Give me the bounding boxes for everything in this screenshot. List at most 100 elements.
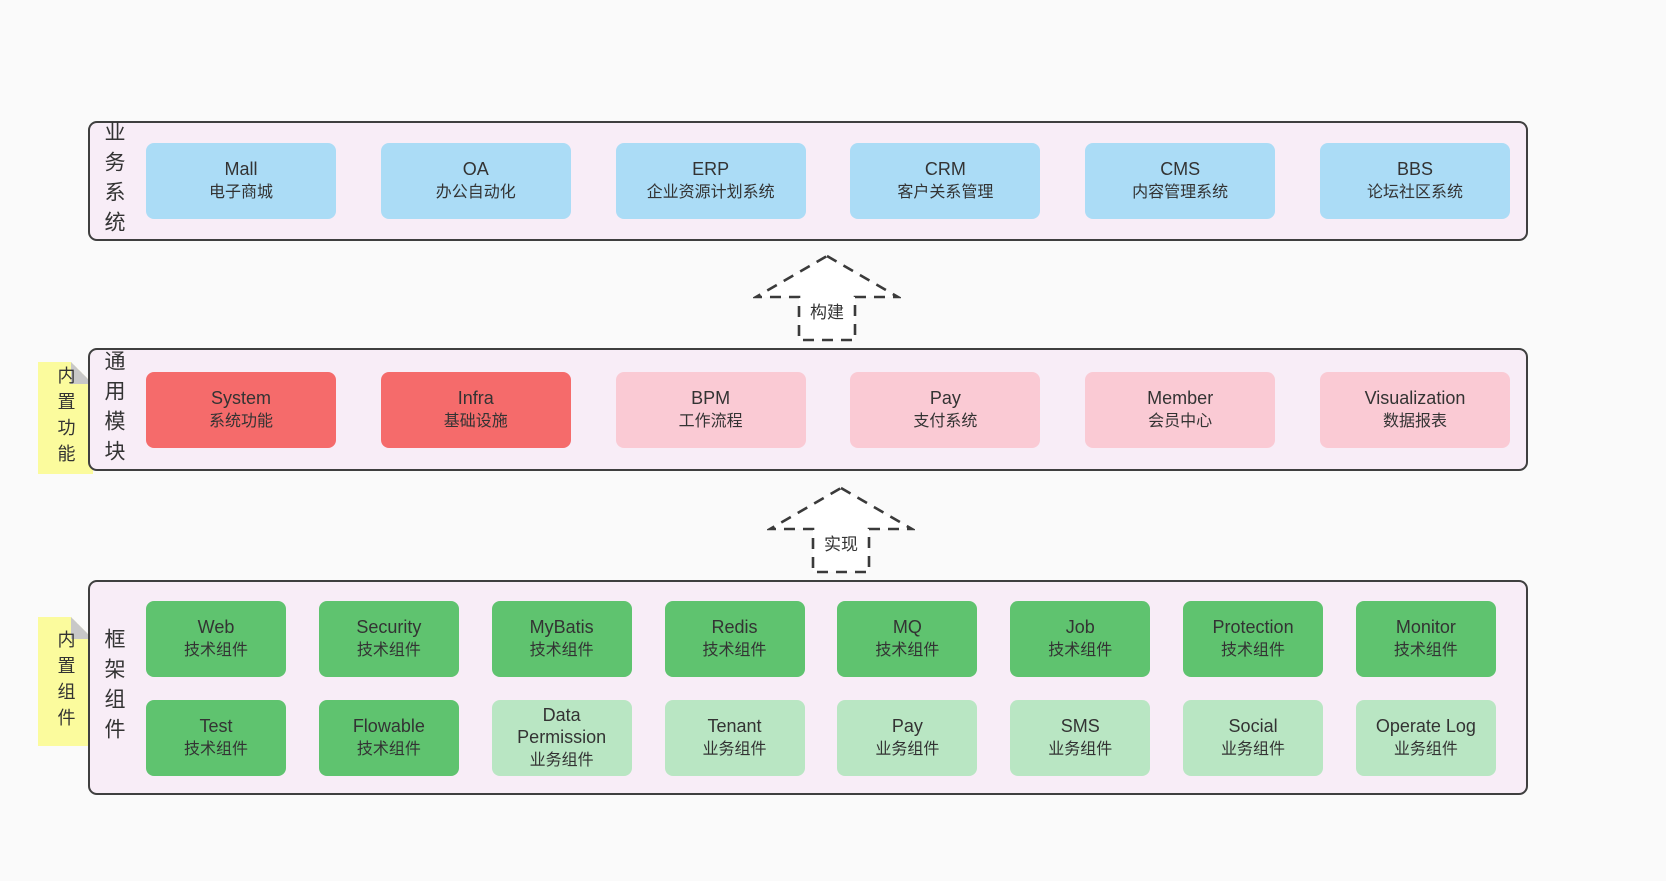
box-title: Protection: [1212, 616, 1294, 637]
diagram-box-oa: OA 办公自动化: [380, 143, 571, 219]
sticky-note-label: 内置功能: [55, 366, 76, 470]
box-subtitle: 客户关系管理: [897, 184, 994, 202]
box-title: Social: [1228, 715, 1278, 736]
box-title: OA: [462, 158, 489, 179]
arrow-up-implement: 实现: [767, 485, 915, 575]
box-subtitle: 会员中心: [1148, 413, 1213, 431]
diagram-box-infra: Infra 基础设施: [380, 372, 571, 448]
box-subtitle: 支付系统: [913, 413, 978, 431]
box-subtitle: 业务组件: [1221, 741, 1286, 759]
box-title: Mall: [224, 158, 258, 179]
box-title: Pay: [929, 387, 961, 408]
diagram-box-test: Test 技术组件: [146, 700, 286, 776]
box-subtitle: 技术组件: [875, 642, 940, 660]
box-title: Job: [1065, 616, 1095, 637]
box-subtitle: 业务组件: [702, 741, 767, 759]
box-subtitle: 企业资源计划系统: [646, 184, 775, 202]
box-title: BPM: [691, 387, 731, 408]
diagram-box-crm: CRM 客户关系管理: [850, 143, 1041, 219]
diagram-box-mall: Mall 电子商城: [146, 143, 336, 219]
sticky-note-built-in-features: 内置功能: [38, 362, 93, 474]
diagram-box-operate-log: Operate Log 业务组件: [1355, 700, 1496, 776]
box-subtitle: 内容管理系统: [1132, 184, 1229, 202]
box-title: Operate Log: [1375, 715, 1476, 736]
diagram-box-erp: ERP 企业资源计划系统: [615, 143, 806, 219]
box-subtitle: 业务组件: [875, 741, 940, 759]
arrow-up-build: 构建: [753, 253, 901, 343]
diagram-box-data-permission: Data Permission 业务组件: [491, 700, 632, 776]
diagram-box-web: Web 技术组件: [146, 601, 286, 677]
band-label-vertical: 业务系统: [102, 121, 125, 241]
band-label-vertical: 通用模块: [102, 349, 125, 470]
diagram-box-sms: SMS 业务组件: [1010, 700, 1151, 776]
diagram-box-redis: Redis 技术组件: [664, 601, 805, 677]
box-subtitle: 技术组件: [702, 642, 767, 660]
diagram-box-social: Social 业务组件: [1183, 700, 1324, 776]
arrow-label: 构建: [807, 297, 847, 324]
diagram-box-pay: Pay 业务组件: [837, 700, 978, 776]
box-title: CMS: [1160, 158, 1201, 179]
box-title: Member: [1147, 387, 1214, 408]
diagram-box-job: Job 技术组件: [1010, 601, 1151, 677]
diagram-box-cms: CMS 内容管理系统: [1085, 143, 1276, 219]
band-label-vertical: 框架组件: [102, 627, 125, 748]
box-title: Data Permission: [517, 705, 607, 747]
box-subtitle: 论坛社区系统: [1366, 184, 1463, 202]
box-title: Redis: [711, 616, 758, 637]
box-subtitle: 系统功能: [208, 413, 273, 431]
diagram-box-system: System 系统功能: [146, 372, 336, 448]
box-title: ERP: [692, 158, 730, 179]
box-title: Visualization: [1364, 387, 1466, 408]
band-business-systems: 业务系统 Mall 电子商城 OA 办公自动化 ERP 企业资源计划系统 CRM 客户关系管理…: [88, 121, 1528, 241]
diagram-box-member: Member 会员中心: [1085, 372, 1276, 448]
box-title: MyBatis: [529, 616, 594, 637]
box-title: Infra: [457, 387, 494, 408]
box-subtitle: 技术组件: [183, 642, 248, 660]
box-subtitle: 办公自动化: [435, 184, 516, 202]
box-title: Flowable: [352, 715, 425, 736]
diagram-box-tenant: Tenant 业务组件: [664, 700, 805, 776]
band-row: System 系统功能 Infra 基础设施 BPM 工作流程 Pay 支付系统 Member 会…: [146, 372, 1510, 448]
box-title: Pay: [891, 715, 923, 736]
box-subtitle: 工作流程: [678, 413, 743, 431]
box-subtitle: 技术组件: [529, 642, 594, 660]
arrow-label: 实现: [821, 529, 861, 556]
box-title: System: [210, 387, 271, 408]
box-subtitle: 数据报表: [1382, 413, 1447, 431]
diagram-box-bbs: BBS 论坛社区系统: [1319, 143, 1510, 219]
box-subtitle: 技术组件: [1048, 642, 1113, 660]
box-subtitle: 业务组件: [1048, 741, 1113, 759]
box-subtitle: 业务组件: [529, 751, 594, 769]
diagram-box-mq: MQ 技术组件: [837, 601, 978, 677]
box-title: MQ: [892, 616, 922, 637]
diagram-box-visualization: Visualization 数据报表: [1319, 372, 1510, 448]
diagram-box-pay: Pay 支付系统: [850, 372, 1041, 448]
sticky-note-label: 内置组件: [55, 629, 76, 734]
box-subtitle: 技术组件: [183, 741, 248, 759]
box-title: CRM: [924, 158, 966, 179]
box-subtitle: 电子商城: [208, 184, 273, 202]
box-subtitle: 业务组件: [1393, 741, 1458, 759]
band-common-modules: 通用模块 System 系统功能 Infra 基础设施 BPM 工作流程 Pay 支付系统 Me…: [88, 348, 1528, 471]
diagram-box-mybatis: MyBatis 技术组件: [491, 601, 632, 677]
box-title: Web: [197, 616, 235, 637]
diagram-box-protection: Protection 技术组件: [1183, 601, 1324, 677]
box-title: Monitor: [1395, 616, 1456, 637]
box-title: BBS: [1396, 158, 1433, 179]
band-row: Mall 电子商城 OA 办公自动化 ERP 企业资源计划系统 CRM 客户关系管理 CMS 内容…: [146, 143, 1510, 219]
box-subtitle: 技术组件: [1221, 642, 1286, 660]
box-subtitle: 技术组件: [1393, 642, 1458, 660]
box-title: Security: [356, 616, 422, 637]
diagram-box-bpm: BPM 工作流程: [615, 372, 806, 448]
box-title: Tenant: [707, 715, 762, 736]
sticky-note-built-in-components: 内置组件: [38, 617, 93, 746]
box-subtitle: 基础设施: [443, 413, 508, 431]
box-title: SMS: [1060, 715, 1100, 736]
box-title: Test: [199, 715, 233, 736]
